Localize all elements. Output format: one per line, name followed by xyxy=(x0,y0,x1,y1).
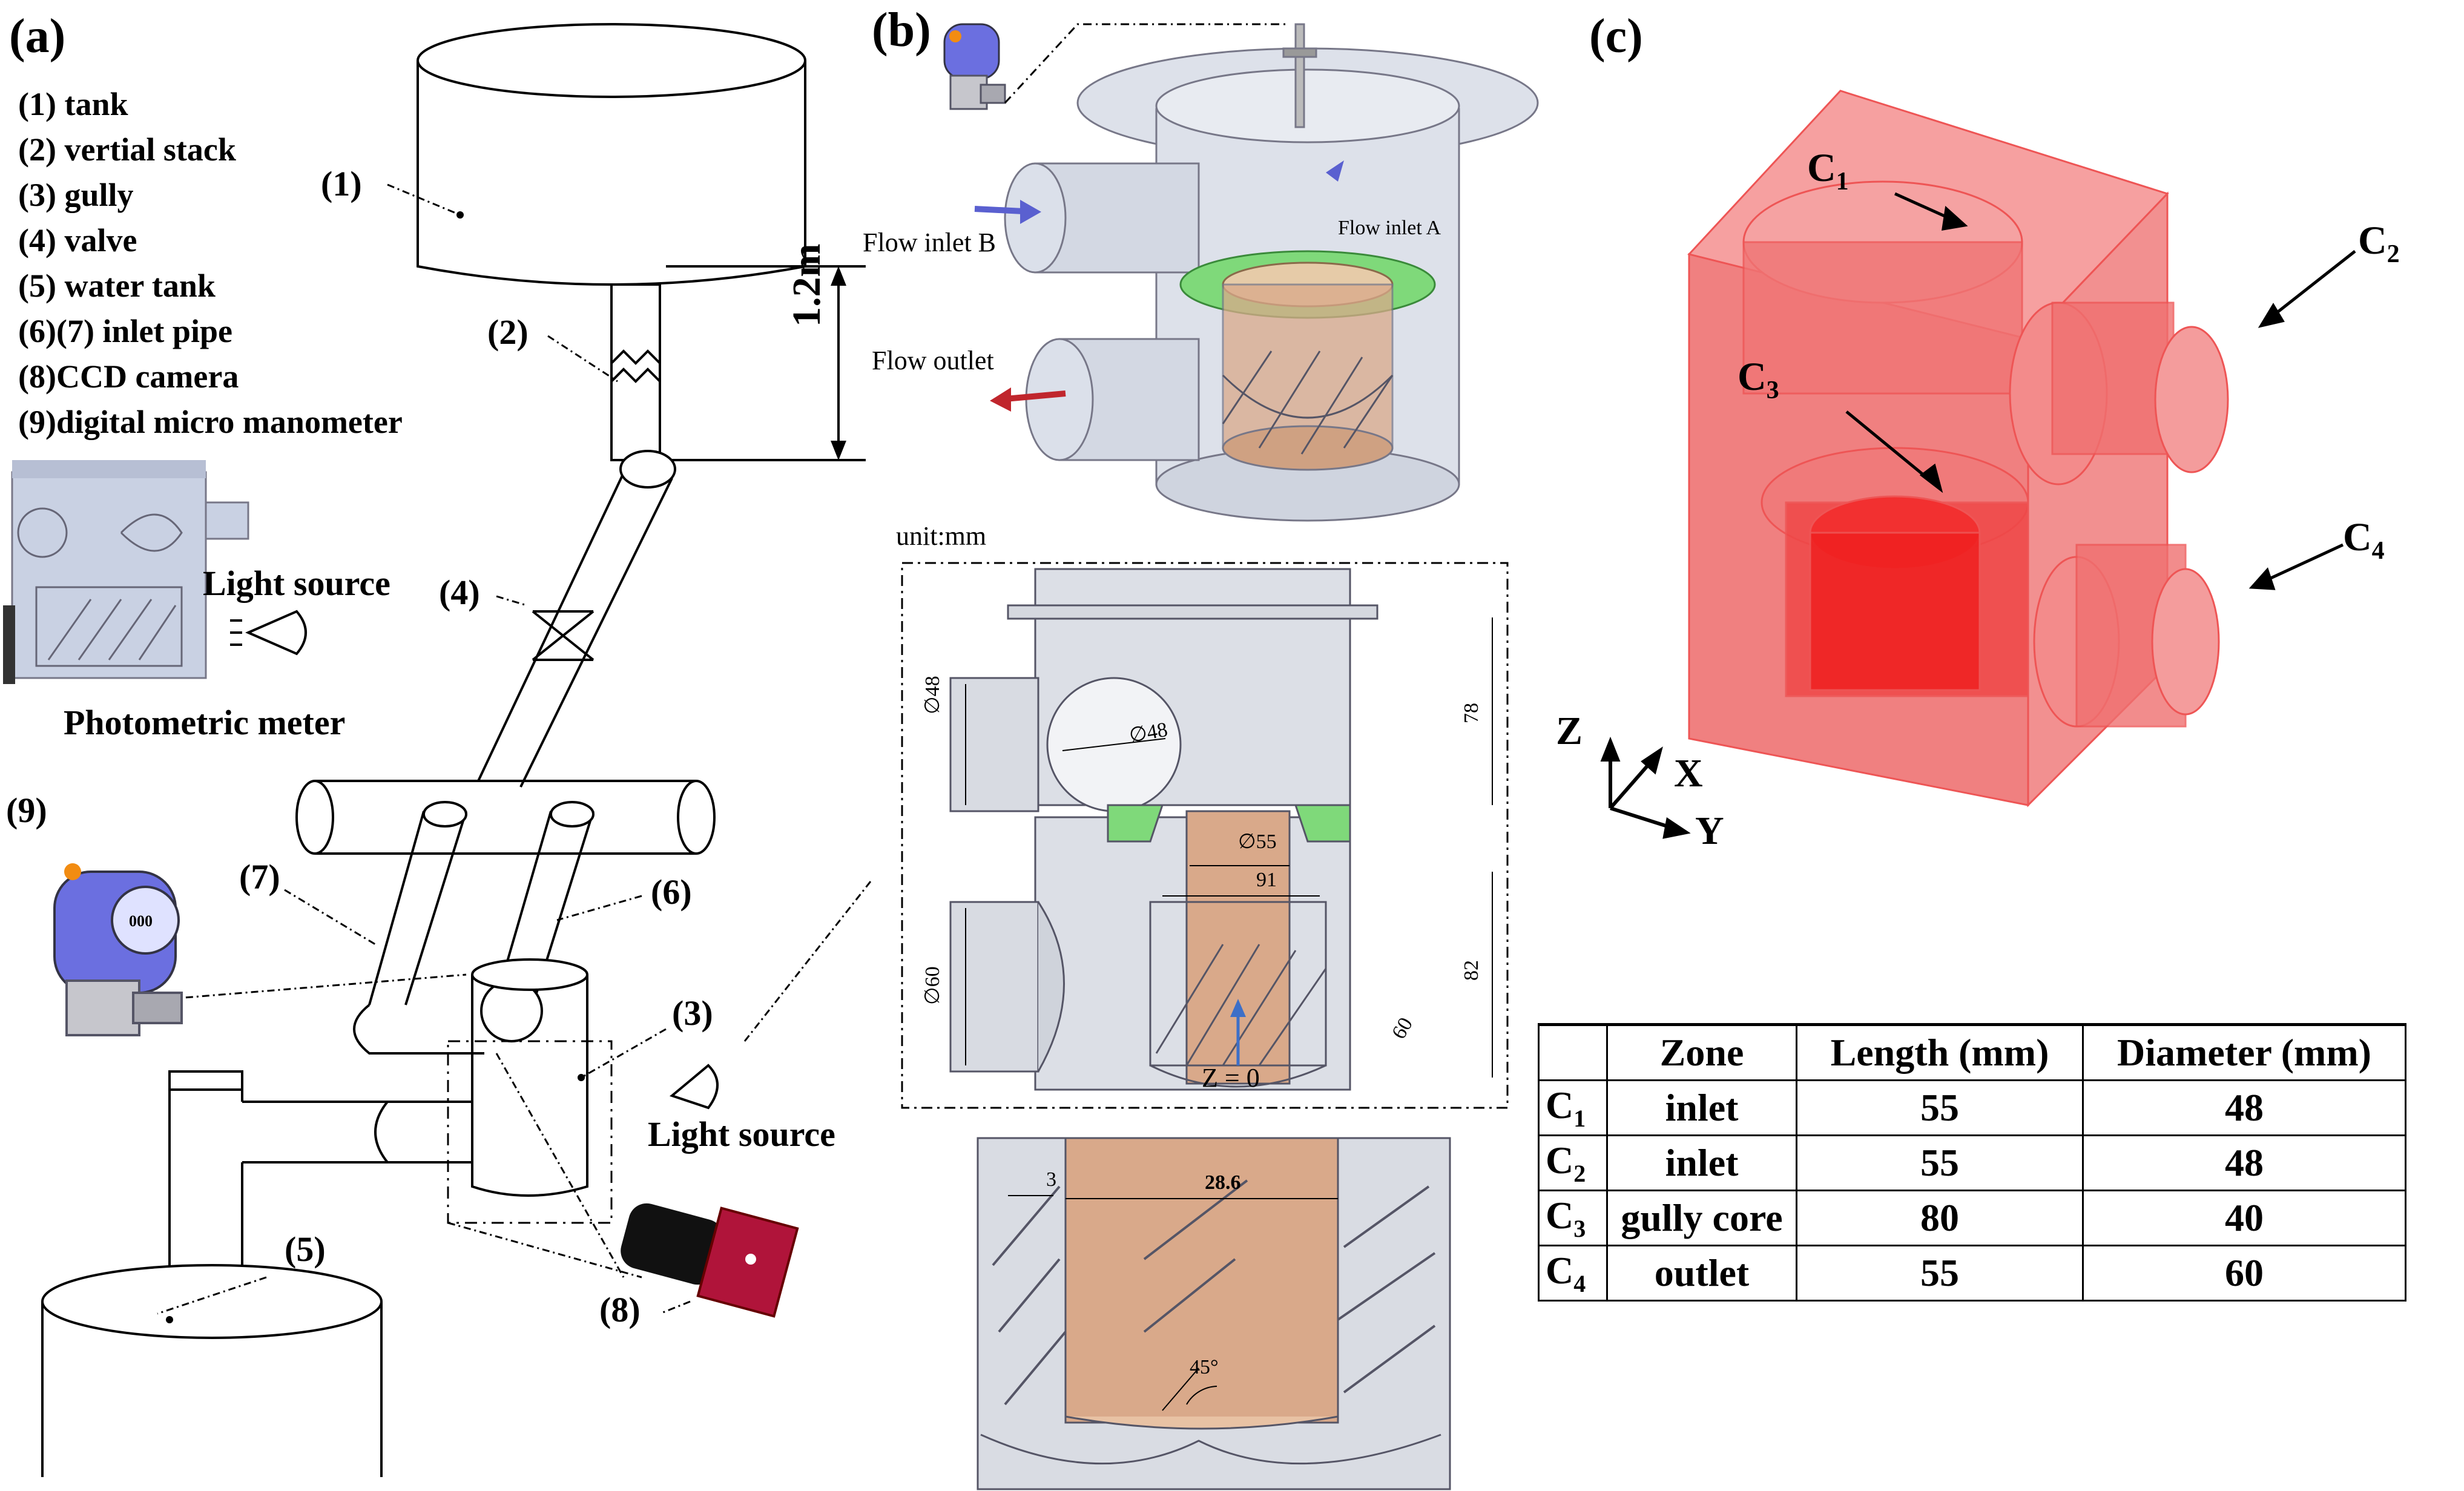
table-header-row: Zone Length (mm) Diameter (mm) xyxy=(1538,1023,2406,1081)
height-dimension: 1.2m xyxy=(785,243,829,327)
dim-48-pipe: ∅48 xyxy=(921,676,944,714)
gully-drawing xyxy=(901,23,1539,1490)
light-source-2-icon xyxy=(669,1064,719,1110)
gully-section xyxy=(949,568,1379,1091)
panel-c-label: (c) xyxy=(1589,10,1643,63)
callout-6: (6) xyxy=(651,872,692,912)
legend-item: (9)digital micro manometer xyxy=(18,404,403,440)
zone-id: C2 xyxy=(1538,1134,1608,1191)
angle-45: 45° xyxy=(1190,1356,1219,1378)
legend: (1) tank (2) vertial stack (3) gully (4)… xyxy=(18,82,403,445)
table-row: C4 outlet 55 60 xyxy=(1538,1245,2406,1302)
callout-4: (4) xyxy=(439,573,480,612)
zone-label-c2: C2 xyxy=(2358,219,2400,269)
light-source-label-1: Light source xyxy=(203,564,390,603)
table-header: Diameter (mm) xyxy=(2082,1023,2406,1081)
zone-id: C4 xyxy=(1538,1245,1608,1302)
red-block xyxy=(1687,90,2229,808)
zone-length: 55 xyxy=(1796,1079,2084,1136)
callout-2: (2) xyxy=(487,312,529,352)
gully-3d-view xyxy=(1004,23,1539,522)
zone-label-c4: C4 xyxy=(2343,515,2385,565)
zone-name: inlet xyxy=(1606,1079,1797,1136)
dim-78: 78 xyxy=(1460,703,1483,723)
table-row: C3 gully core 80 40 xyxy=(1538,1190,2406,1246)
light-source-1-icon xyxy=(245,610,307,656)
apparatus-diagram: 000 xyxy=(3,23,872,1477)
callout-1: (1) xyxy=(321,164,362,203)
legend-item: (3) gully xyxy=(18,177,134,213)
zone-length: 55 xyxy=(1796,1245,2084,1302)
flow-outlet-label: Flow outlet xyxy=(872,346,994,375)
table-header: Zone xyxy=(1606,1023,1797,1081)
dim-82: 82 xyxy=(1460,960,1483,981)
zone-table: Zone Length (mm) Diameter (mm) C1 inlet … xyxy=(1538,1023,2406,1302)
zone-model xyxy=(1600,90,2356,839)
zone-diameter: 48 xyxy=(2082,1079,2406,1136)
photometric-label: Photometric meter xyxy=(64,703,346,742)
callout-8: (8) xyxy=(599,1290,641,1329)
panel-b-label: (b) xyxy=(872,4,931,57)
axes-icon xyxy=(1600,736,1691,839)
gully-photo-inset xyxy=(3,460,249,684)
zone-diameter: 48 xyxy=(2082,1134,2406,1191)
table-row: C1 inlet 55 48 xyxy=(1538,1079,2406,1136)
vertical-stack xyxy=(610,283,661,461)
zone-label-c3: C3 xyxy=(1738,355,1779,405)
unit-label: unit:mm xyxy=(896,521,987,551)
zone-name: outlet xyxy=(1606,1245,1797,1302)
legend-item: (8)CCD camera xyxy=(18,358,239,395)
dim-3: 3 xyxy=(1046,1168,1056,1191)
zone-name: gully core xyxy=(1606,1190,1797,1246)
ccd-camera-icon xyxy=(621,1203,799,1318)
pressure-sensor-icon xyxy=(943,23,1006,110)
legend-item: (1) tank xyxy=(18,86,128,122)
z-zero-label: Z = 0 xyxy=(1202,1063,1260,1093)
callout-3: (3) xyxy=(672,993,713,1033)
flow-inlet-a-label: Flow inlet A xyxy=(1338,217,1441,239)
manometer-icon: 000 xyxy=(53,863,183,1036)
axis-y-label: Y xyxy=(1695,809,1724,853)
zone-diameter: 40 xyxy=(2082,1190,2406,1246)
zone-id: C1 xyxy=(1538,1079,1608,1136)
callout-7: (7) xyxy=(239,857,280,897)
axis-z-label: Z xyxy=(1556,709,1583,753)
dim-28-6: 28.6 xyxy=(1205,1171,1241,1194)
zone-id: C3 xyxy=(1538,1190,1608,1246)
legend-item: (4) valve xyxy=(18,222,137,258)
zone-label-c1: C1 xyxy=(1807,146,1849,196)
callout-9: (9) xyxy=(6,791,47,830)
legend-item: (2) vertial stack xyxy=(18,131,236,168)
dim-60-pipe: ∅60 xyxy=(921,966,944,1005)
legend-item: (5) water tank xyxy=(18,268,216,304)
legend-item: (6)(7) inlet pipe xyxy=(18,313,232,349)
zone-diameter: 60 xyxy=(2082,1245,2406,1302)
light-source-label-2: Light source xyxy=(648,1114,835,1154)
tank-top xyxy=(417,23,806,98)
table-header xyxy=(1538,1023,1608,1081)
section-frame xyxy=(901,562,1509,1109)
table-header: Length (mm) xyxy=(1796,1023,2084,1081)
svg-text:000: 000 xyxy=(129,912,153,930)
zone-length: 80 xyxy=(1796,1190,2084,1246)
zone-name: inlet xyxy=(1606,1134,1797,1191)
dim-55: ∅55 xyxy=(1238,831,1277,853)
dim-91: 91 xyxy=(1256,869,1277,891)
axis-x-label: X xyxy=(1674,751,1703,795)
panel-a-label: (a) xyxy=(9,10,66,63)
flow-inlet-b-label: Flow inlet B xyxy=(863,228,996,257)
callout-5: (5) xyxy=(285,1229,326,1269)
zone-length: 55 xyxy=(1796,1134,2084,1191)
table-row: C2 inlet 55 48 xyxy=(1538,1134,2406,1191)
gully-detail-view xyxy=(977,1137,1451,1490)
